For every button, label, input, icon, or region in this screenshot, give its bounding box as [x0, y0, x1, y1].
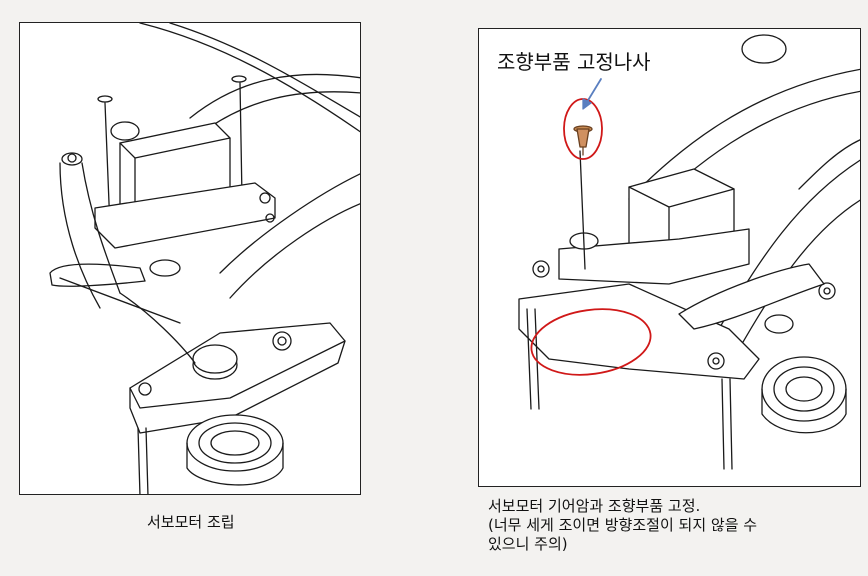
left-diagram-panel [19, 22, 361, 495]
right-caption-line-1: 서보모터 기어암과 조향부품 고정. [488, 497, 701, 515]
right-caption-line-2: (너무 세게 조이면 방향조절이 되지 않을 수 [488, 516, 758, 534]
steering-fixture-drawing [518, 34, 860, 470]
servo-assembly-drawing [49, 23, 360, 494]
right-caption-line-3: 있으니 주의) [488, 535, 568, 553]
left-caption: 서보모터 조립 [147, 513, 235, 531]
callout-label: 조향부품 고정나사 [497, 50, 651, 74]
right-diagram-panel [478, 28, 861, 487]
